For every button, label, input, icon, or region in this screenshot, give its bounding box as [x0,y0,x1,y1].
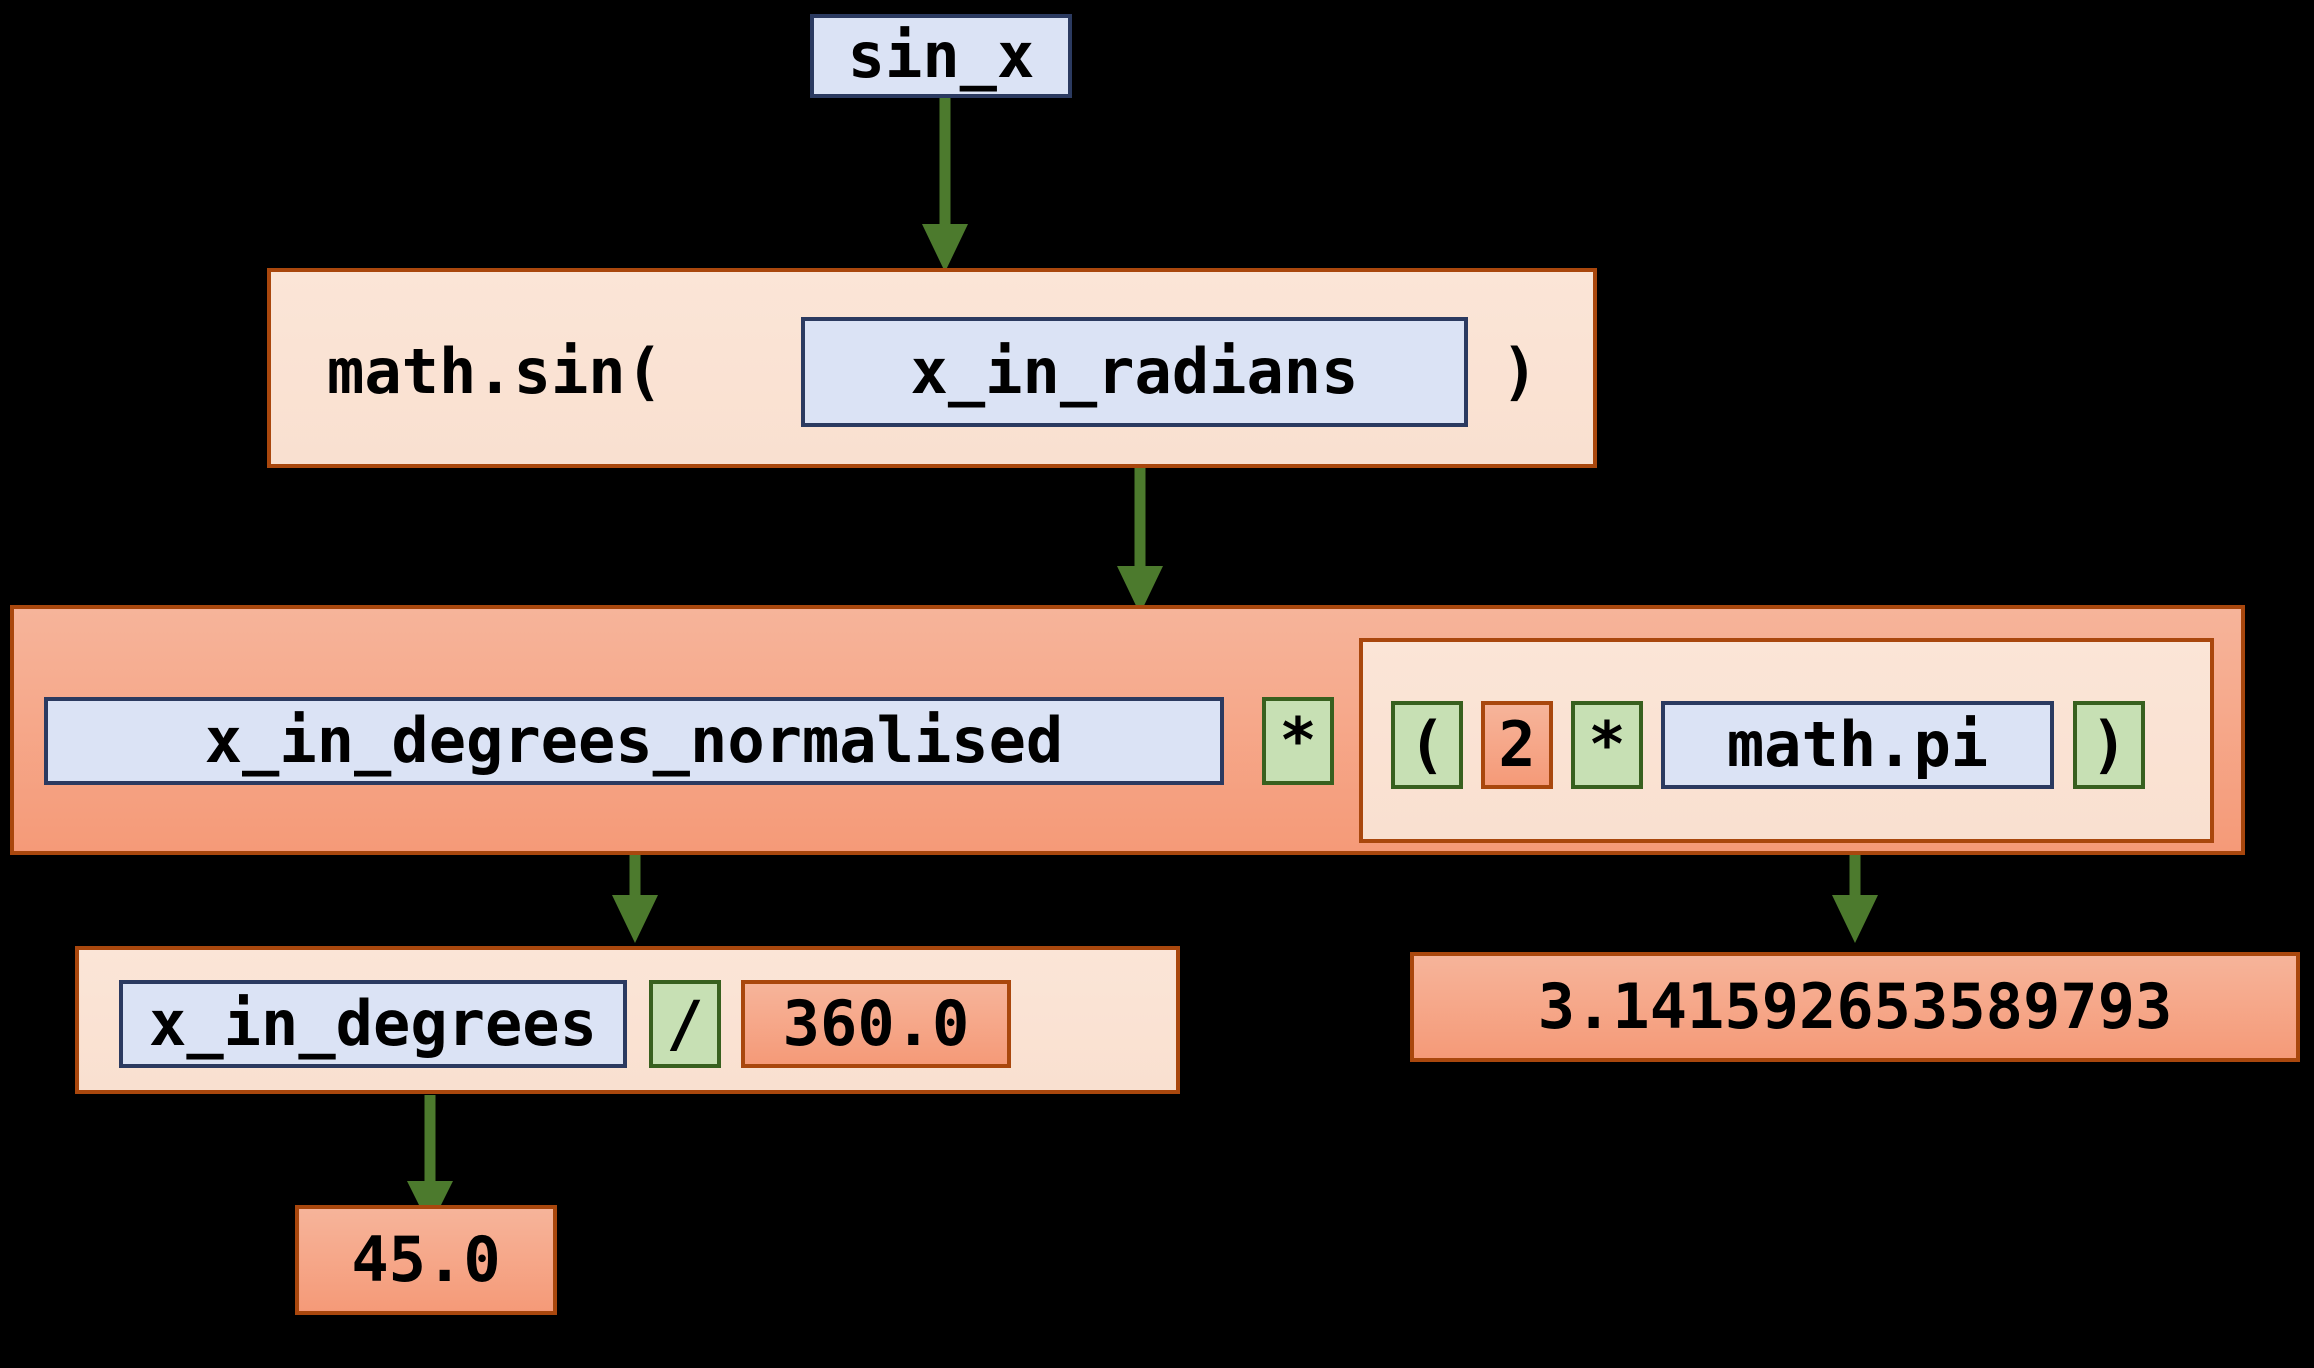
node-operator-multiply-inner[interactable]: * [1571,701,1643,789]
node-radians-product[interactable]: x_in_degrees_normalised * ( 2 * math.pi … [10,605,2245,855]
node-paren-group[interactable]: ( 2 * math.pi ) [1359,638,2214,843]
node-x-in-degrees[interactable]: x_in_degrees [119,980,627,1068]
node-operator-divide[interactable]: / [649,980,721,1068]
node-math-sin-call[interactable]: math.sin( x_in_radians ) [267,268,1597,468]
node-operator-multiply-outer[interactable]: * [1262,697,1334,785]
math-sin-suffix-text: ) [1501,335,1539,408]
node-degrees-value[interactable]: 45.0 [295,1205,557,1315]
node-literal-2[interactable]: 2 [1481,701,1553,789]
node-normalised-division[interactable]: x_in_degrees / 360.0 [75,946,1180,1094]
arrow-degrees-to-value [407,1095,453,1227]
node-x-in-degrees-normalised[interactable]: x_in_degrees_normalised [44,697,1224,785]
node-close-paren[interactable]: ) [2073,701,2145,789]
node-literal-360[interactable]: 360.0 [741,980,1011,1068]
node-math-pi[interactable]: math.pi [1661,701,2054,789]
node-pi-value[interactable]: 3.141592653589793 [1410,952,2300,1062]
node-x-in-radians[interactable]: x_in_radians [801,317,1468,427]
math-sin-prefix-text: math.sin( [327,335,663,408]
node-open-paren[interactable]: ( [1391,701,1463,789]
arrow-sinx-to-mathsin [922,96,968,272]
node-sin-x[interactable]: sin_x [810,14,1072,98]
